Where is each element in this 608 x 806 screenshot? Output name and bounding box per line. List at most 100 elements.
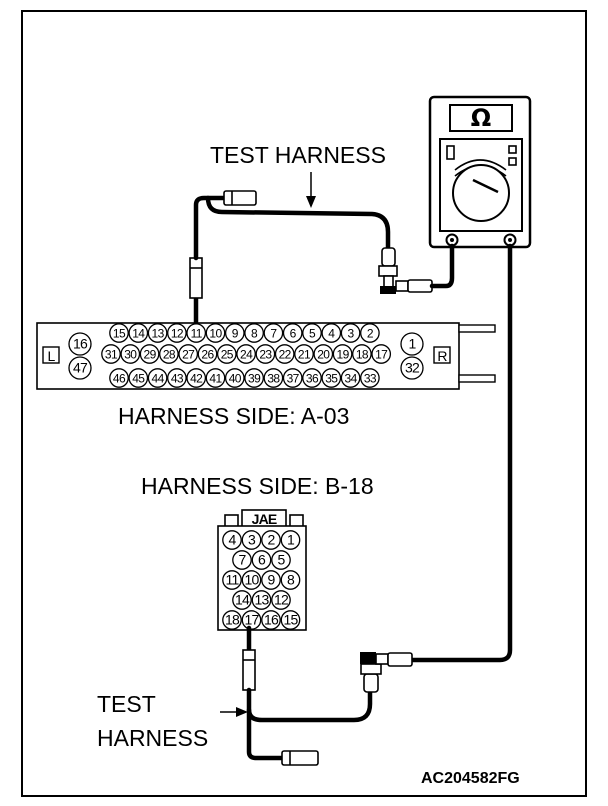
connector-a03-pin-circle xyxy=(109,368,129,388)
test-harness-label-top: TEST HARNESS xyxy=(210,142,386,168)
connector-a03-right-tag: R xyxy=(437,348,447,364)
connector-b18-pin-circle xyxy=(232,550,252,570)
connector-a03-pin-circle xyxy=(167,323,187,343)
connector-b18-pin: 6 xyxy=(258,552,266,568)
test-harness-label-bottom-1: TEST xyxy=(97,691,156,717)
connector-b18-pin-circle xyxy=(222,530,242,550)
connector-a03-pin-circle xyxy=(282,368,303,388)
connector-a03-pin: 10 xyxy=(209,327,222,341)
connector-a03-pin: 12 xyxy=(171,327,184,341)
connector-a03-pin: 22 xyxy=(279,348,292,362)
connector-a03-pin: 31 xyxy=(105,348,118,362)
ohm-symbol: Ω xyxy=(471,104,491,132)
connector-a03-pin-circle xyxy=(178,344,199,364)
connector-a03-pin: 42 xyxy=(190,372,203,386)
connector-a03-pin-circle xyxy=(224,323,245,343)
connector-a03-pin: 39 xyxy=(248,372,261,386)
connector-a03-pin: 18 xyxy=(356,348,369,362)
connector-a03-pin-circle xyxy=(68,356,92,380)
connector-a03-pin-circle xyxy=(147,323,168,343)
connector-a03-pin: 41 xyxy=(209,372,222,386)
connector-a03-pin-circle xyxy=(244,323,264,343)
connector-a03-pin-circle xyxy=(263,323,284,343)
connector-b18-pin: 5 xyxy=(278,552,286,568)
connector-a03-pin-circle xyxy=(101,344,121,364)
connector-b18-pin: 16 xyxy=(264,612,279,628)
connector-a03-pin-circle xyxy=(255,344,276,364)
connector-b18-pin: 4 xyxy=(229,532,237,548)
connector-b18-pin-circle xyxy=(241,610,262,630)
connector-a03-pin-circle xyxy=(186,368,207,388)
connector-b18-pin-circle xyxy=(251,550,272,570)
connector-a03-pin: 47 xyxy=(73,360,88,376)
connector-a03-pin-circle xyxy=(186,323,207,343)
connector-b18-pin-circle xyxy=(280,530,301,550)
connector-a03-pin: 28 xyxy=(163,348,176,362)
connector-a03-pin: 40 xyxy=(229,372,242,386)
connector-b18-pin: 13 xyxy=(255,592,270,608)
connector-b18-pin: 8 xyxy=(287,572,295,588)
connector-a03-pin: 6 xyxy=(290,327,297,341)
connector-a03-pin-circle xyxy=(128,368,149,388)
connector-a03-pin: 33 xyxy=(364,372,377,386)
connector-a03-pin-circle xyxy=(263,368,284,388)
connector-a03-pin: 17 xyxy=(375,348,388,362)
connector-a03-pin-circle xyxy=(400,332,424,356)
connector-a03-pin-circle xyxy=(120,344,141,364)
connector-a03-pin-circle xyxy=(216,344,237,364)
connector-a03-pin: 37 xyxy=(287,372,300,386)
test-harness-label-bottom-2: HARNESS xyxy=(97,725,208,751)
connector-a03-pin-circle xyxy=(340,323,361,343)
connector-a03-pin-circle xyxy=(147,368,168,388)
connector-b18-pin-circle xyxy=(222,610,242,630)
connector-b18-pin: 17 xyxy=(245,612,260,628)
connector-a03-pin: 21 xyxy=(298,348,311,362)
connector-a03-pin-circle xyxy=(167,368,187,388)
top-test-harness xyxy=(189,190,391,333)
figure-frame xyxy=(21,10,587,797)
connector-a03-pin-circle xyxy=(244,368,264,388)
connector-a03-pin-circle xyxy=(159,344,179,364)
connector-b18-pin-circle xyxy=(280,570,301,590)
connector-b18-pin: 15 xyxy=(284,612,299,628)
connector-a03-pin-circle xyxy=(205,323,226,343)
bottom-test-harness xyxy=(242,625,373,766)
connector-b18-pin: 10 xyxy=(245,572,260,588)
connector-a03-pin: 4 xyxy=(328,327,335,341)
connector-b18-pin-circle xyxy=(261,570,281,590)
test-probe-icon xyxy=(378,247,433,294)
connector-a03-left-tag: L xyxy=(48,348,56,364)
connector-a03-pin: 32 xyxy=(405,360,420,376)
connector-a03-pin: 9 xyxy=(232,327,239,341)
connector-b18-pin: 9 xyxy=(268,572,276,588)
connector-a03-pin: 23 xyxy=(259,348,272,362)
connector-a03-pin-circle xyxy=(282,323,303,343)
connector-b18-pin-circle xyxy=(271,590,291,610)
connector-b18-pin-circle xyxy=(261,610,281,630)
connector-a03-pin: 38 xyxy=(267,372,280,386)
connector-a03-pin: 11 xyxy=(191,327,203,341)
connector-a03-pin-circle xyxy=(109,323,129,343)
connector-a03-pin: 44 xyxy=(152,372,165,386)
connector-a03-pin: 13 xyxy=(152,327,165,341)
connector-a03-pin-circle xyxy=(68,332,92,356)
connector-a03-pin-circle xyxy=(236,344,256,364)
connector-a03-pin-circle xyxy=(294,344,314,364)
connector-b18-pin-circle xyxy=(222,570,242,590)
connector-b18-pin-circle xyxy=(280,610,301,630)
connector-a03-pin-circle xyxy=(205,368,226,388)
connector-a03-pin: 15 xyxy=(113,327,126,341)
connector-b18-pin: 1 xyxy=(287,532,295,548)
connector-a03-pin: 24 xyxy=(240,348,253,362)
connector-a03-pin-circle xyxy=(274,344,295,364)
connector-b18-pin: 3 xyxy=(248,532,256,548)
connector-b18-pin: 11 xyxy=(226,572,240,588)
meter-lead-bottom xyxy=(409,243,513,663)
bottom-test-probe-icon xyxy=(360,652,413,693)
harness-side-a03-label: HARNESS SIDE: A-03 xyxy=(118,403,349,429)
connector-a03-pin: 8 xyxy=(251,327,258,341)
connector-a03-pin: 3 xyxy=(348,327,355,341)
connector-a03-pin: 43 xyxy=(171,372,184,386)
